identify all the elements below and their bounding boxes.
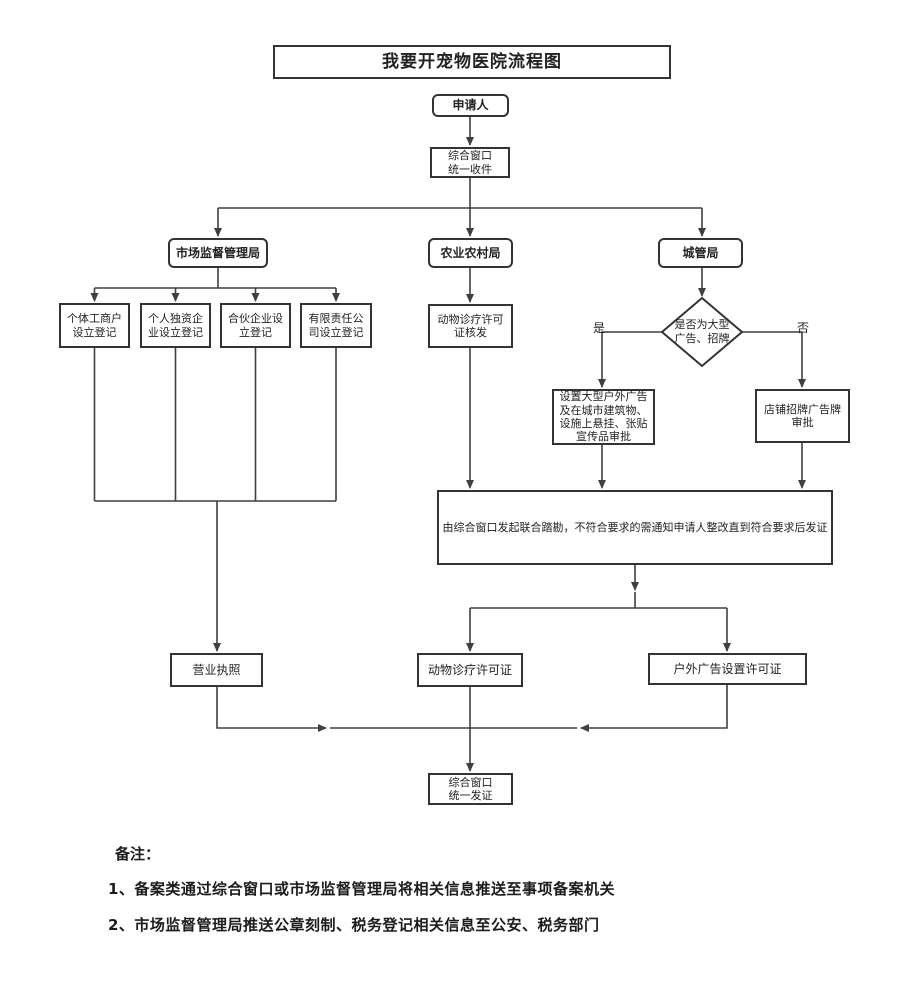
node-agriculture-rural-bureau: 农业农村局 [428, 238, 513, 268]
decision-label: 是否为大型 广告、招牌 [674, 318, 730, 345]
node-city-management-bureau: 城管局 [658, 238, 743, 268]
node-big-outdoor-ad-approval: 设置大型户外广告 及在城市建筑物、 设施上悬挂、张贴 宣传品审批 [552, 389, 655, 445]
note-item-2: 2、市场监督管理局推送公章刻制、税务登记相关信息至公安、税务部门 [108, 916, 600, 934]
node-unified-issuance: 综合窗口 统一发证 [428, 773, 513, 805]
node-business-license: 营业执照 [170, 653, 263, 687]
node-joint-survey: 由综合窗口发起联合踏勘，不符合要求的需通知申请人整改直到符合要求后发证 [437, 490, 833, 565]
node-shop-sign-approval: 店铺招牌广告牌 审批 [755, 389, 850, 443]
node-vet-license-issuance: 动物诊疗许可 证核发 [428, 304, 513, 348]
node-applicant: 申请人 [432, 94, 509, 117]
branch-label-no: 否 [796, 321, 809, 335]
node-market-supervision-bureau: 市场监督管理局 [168, 238, 268, 268]
notes-heading: 备注： [115, 845, 161, 863]
branch-label-yes: 是 [592, 321, 605, 335]
node-reg-individual-business: 个体工商户 设立登记 [59, 303, 130, 348]
decision-diamond [660, 296, 744, 368]
node-reg-sole-proprietorship: 个人独资企 业设立登记 [140, 303, 211, 348]
node-unified-intake: 综合窗口 统一收件 [430, 147, 510, 178]
node-vet-treatment-cert: 动物诊疗许可证 [417, 653, 523, 687]
note-item-1: 1、备案类通过综合窗口或市场监督管理局将相关信息推送至事项备案机关 [108, 880, 615, 898]
node-outdoor-ad-cert: 户外广告设置许可证 [648, 653, 807, 685]
node-reg-limited-liability: 有限责任公 司设立登记 [300, 303, 372, 348]
flowchart-title: 我要开宠物医院流程图 [273, 45, 671, 79]
node-reg-partnership: 合伙企业设 立登记 [220, 303, 291, 348]
